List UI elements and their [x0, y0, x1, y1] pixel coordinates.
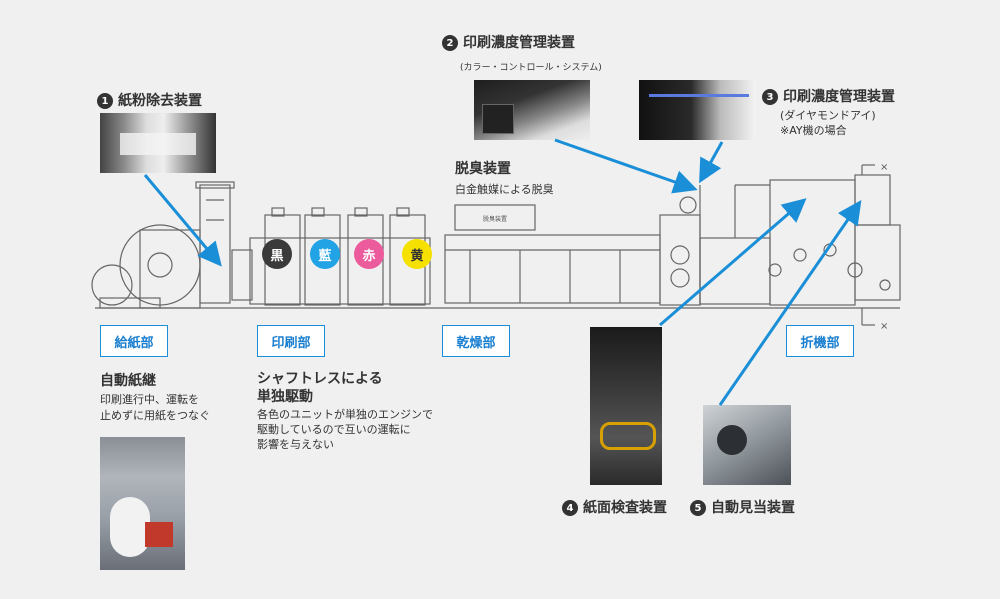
section-dry: 乾燥部 — [442, 325, 510, 357]
callout-2: 2 印刷濃度管理装置 — [442, 32, 575, 52]
section-feed: 給紙部 — [100, 325, 168, 357]
callout-3-note: ※AY機の場合 — [780, 124, 847, 137]
callout-4-title: 紙面検査装置 — [583, 500, 667, 516]
auto-register-photo — [703, 405, 791, 485]
callout-3-sub: (ダイヤモンドアイ) — [780, 109, 876, 122]
arrow-c1 — [143, 174, 222, 267]
dryer-plate-label: 脱臭装置 — [483, 215, 507, 223]
auto-splice-photo — [100, 437, 185, 570]
feed-body-2: 止めずに用紙をつなぐ — [100, 409, 210, 422]
section-fold: 折機部 — [786, 325, 854, 357]
callout-3-number: 3 — [762, 89, 778, 105]
callout-3: 3 印刷濃度管理装置 — [762, 86, 895, 106]
callout-1-title: 紙粉除去装置 — [118, 93, 202, 109]
callout-2-sub: (カラー・コントロール・システム) — [460, 63, 602, 73]
print-body-2: 駆動しているので互いの運転に — [257, 423, 411, 436]
arrow-c3 — [699, 141, 724, 184]
callout-4-number: 4 — [562, 500, 578, 516]
deodorizer-sub: 白金触媒による脱臭 — [455, 183, 554, 196]
callout-2-number: 2 — [442, 35, 458, 51]
callout-1: 1 紙粉除去装置 — [97, 90, 202, 110]
deodorizer-title: 脱臭装置 — [455, 161, 511, 177]
color-control-photo — [474, 80, 590, 140]
print-heading-2: 単独駆動 — [257, 389, 313, 405]
section-print: 印刷部 — [257, 325, 325, 357]
callout-1-number: 1 — [97, 93, 113, 109]
print-body-1: 各色のユニットが単独のエンジンで — [257, 408, 433, 421]
paper-dust-photo — [100, 113, 216, 173]
diamond-eye-photo — [639, 80, 755, 140]
callout-5: 5 自動見当装置 — [690, 497, 795, 517]
arrow-c5 — [718, 200, 862, 406]
feed-body-1: 印刷進行中、運転を — [100, 393, 199, 406]
print-heading-1: シャフトレスによる — [257, 371, 383, 387]
arrow-c4 — [659, 198, 807, 327]
callout-4: 4 紙面検査装置 — [562, 497, 667, 517]
print-body-3: 影響を与えない — [257, 438, 334, 451]
ink-magenta: 赤 — [354, 239, 384, 269]
web-inspection-photo — [590, 327, 662, 485]
arrow-c2 — [554, 138, 698, 194]
feed-heading: 自動紙継 — [100, 373, 156, 389]
ink-yellow: 黄 — [402, 239, 432, 269]
fold-mark-top: × — [880, 162, 888, 173]
ink-cyan: 藍 — [310, 239, 340, 269]
callout-2-title: 印刷濃度管理装置 — [463, 35, 575, 51]
callout-5-title: 自動見当装置 — [711, 500, 795, 516]
ink-black: 黒 — [262, 239, 292, 269]
callout-3-title: 印刷濃度管理装置 — [783, 89, 895, 105]
fold-mark-bottom: × — [880, 321, 888, 332]
callout-5-number: 5 — [690, 500, 706, 516]
